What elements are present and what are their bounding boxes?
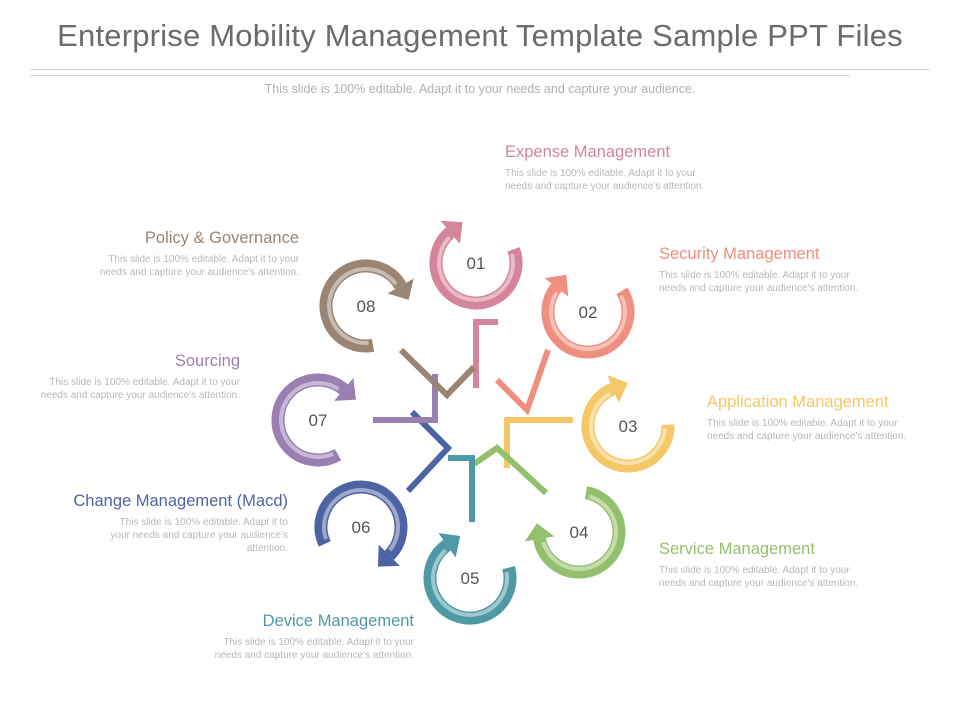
arrow-highlight [327, 267, 398, 345]
step-numbers: 01 02 03 04 05 06 07 08 [309, 254, 638, 588]
slide-subtitle: This slide is 100% editable. Adapt it to… [264, 82, 696, 96]
label-change-management: Change Management (Macd) This slide is 1… [38, 491, 288, 555]
connector-05 [448, 455, 475, 522]
arrow-arc [319, 259, 407, 353]
arrow-head [607, 375, 628, 403]
label-description: This slide is 100% editable. Adapt it to… [40, 377, 240, 401]
label-description: This slide is 100% editable. Adapt it to… [110, 517, 288, 554]
slide-title: Enterprise Mobility Management Template … [57, 18, 903, 53]
label-heading: Security Management [659, 245, 820, 263]
connector-08 [398, 347, 477, 400]
arrow-arc [533, 486, 626, 579]
label-description: This slide is 100% editable. Adapt it to… [214, 637, 414, 661]
arrow-arc [429, 227, 523, 310]
arrow-04 [524, 486, 626, 579]
label-sourcing: Sourcing This slide is 100% editable. Ad… [40, 351, 240, 402]
connector-03 [504, 417, 573, 468]
label-heading: Device Management [262, 612, 414, 630]
step-number-08: 08 [357, 297, 376, 316]
label-security-management: Security Management This slide is 100% e… [659, 244, 874, 295]
label-application-management: Application Management This slide is 100… [707, 392, 922, 443]
connector-02 [494, 349, 551, 416]
connector-04 [472, 444, 549, 496]
arrow-head [334, 377, 356, 401]
label-device-management: Device Management This slide is 100% edi… [214, 611, 414, 662]
arrow-head [524, 523, 555, 542]
step-number-03: 03 [619, 417, 638, 436]
arrow-08 [319, 259, 414, 353]
label-heading: Service Management [659, 540, 815, 558]
step-number-02: 02 [579, 303, 598, 322]
arrow-highlight [431, 548, 509, 617]
arrow-highlight [589, 391, 667, 465]
arrow-highlight [541, 494, 618, 571]
connector-06 [405, 409, 453, 494]
title-divider [30, 69, 930, 70]
arrow-01 [429, 220, 523, 310]
arrow-highlight [549, 291, 627, 351]
step-number-07: 07 [309, 411, 328, 430]
connector-07 [373, 374, 438, 423]
arrow-arc [581, 382, 675, 473]
label-heading: Change Management (Macd) [73, 492, 288, 510]
label-heading: Expense Management [505, 143, 671, 161]
label-expense-management: Expense Management This slide is 100% ed… [505, 142, 705, 193]
circular-arrows [271, 220, 675, 625]
arrow-head [377, 544, 400, 567]
arrow-05 [423, 532, 517, 625]
step-number-04: 04 [570, 523, 589, 542]
arrow-06 [314, 480, 408, 567]
label-description: This slide is 100% editable. Adapt it to… [99, 254, 299, 278]
label-policy-governance: Policy & Governance This slide is 100% e… [99, 228, 299, 279]
arrow-07 [271, 373, 356, 467]
arrow-head [440, 220, 463, 244]
arrow-03 [581, 375, 675, 473]
label-description: This slide is 100% editable. Adapt it to… [659, 270, 859, 294]
label-service-management: Service Management This slide is 100% ed… [659, 539, 859, 590]
label-description: This slide is 100% editable. Adapt it to… [707, 418, 907, 442]
arrow-arc [423, 539, 517, 625]
label-heading: Policy & Governance [144, 229, 299, 247]
arrow-arc [271, 373, 348, 467]
arrow-highlight [322, 488, 400, 552]
arrow-head [544, 274, 569, 297]
step-number-01: 01 [467, 254, 486, 273]
arrow-head [438, 532, 461, 558]
arrow-arc [541, 283, 635, 359]
label-heading: Sourcing [174, 352, 240, 370]
step-number-05: 05 [461, 569, 480, 588]
connector-01 [473, 319, 498, 388]
arrow-highlight [437, 235, 515, 302]
step-number-06: 06 [352, 518, 371, 537]
connector-lines [373, 319, 573, 522]
arrow-02 [541, 274, 635, 359]
label-description: This slide is 100% editable. Adapt it to… [505, 168, 705, 192]
arrow-arc [314, 480, 408, 560]
label-description: This slide is 100% editable. Adapt it to… [659, 565, 859, 589]
arrow-highlight [279, 381, 340, 459]
arrow-head [387, 278, 414, 300]
label-heading: Application Management [707, 393, 889, 411]
title-divider-secondary [30, 75, 850, 76]
